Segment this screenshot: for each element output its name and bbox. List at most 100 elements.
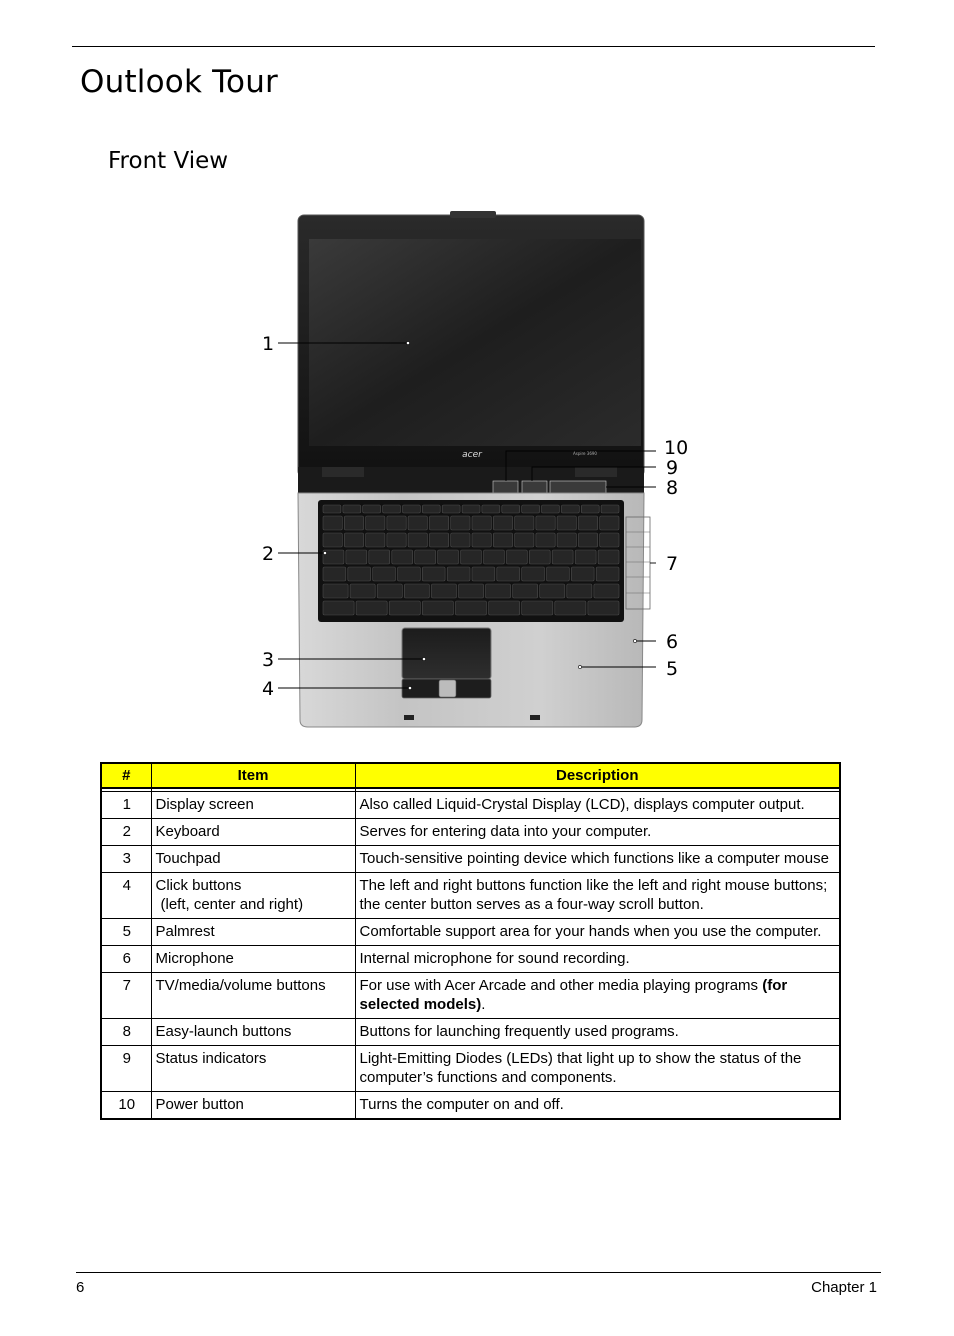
keyboard-key	[322, 532, 343, 548]
callout-1: 1	[262, 333, 274, 355]
keyboard-key	[372, 566, 396, 582]
keyboard-key	[587, 600, 620, 616]
keyboard-key	[402, 504, 421, 514]
row-item: Display screen	[150, 791, 356, 819]
keyboard-key	[460, 549, 482, 565]
keyboard-key	[593, 583, 620, 599]
keyboard-key	[528, 549, 551, 565]
keyboard-key	[345, 549, 368, 565]
item-name: Touchpad	[155, 850, 221, 867]
keyboard-key	[597, 549, 620, 565]
keyboard-key	[386, 515, 407, 531]
description-text: Internal microphone for sound recording.	[359, 950, 630, 967]
keyboard-keys	[322, 504, 620, 616]
laptop-front-view-figure: acer Aspire 3690	[250, 205, 700, 735]
keyboard-key	[471, 532, 492, 548]
keyboard-key	[368, 549, 391, 565]
keyboard-key	[599, 515, 620, 531]
row-number: 2	[100, 818, 152, 846]
keyboard-key	[455, 600, 487, 616]
description-text: Serves for entering data into your compu…	[359, 823, 652, 840]
keyboard-key	[506, 549, 528, 565]
keyboard-key	[429, 515, 449, 531]
callout-8: 8	[666, 477, 678, 499]
item-name: Display screen	[155, 796, 254, 813]
description-text: Also called Liquid-Crystal Display (LCD)…	[359, 796, 805, 813]
keyboard-key	[578, 515, 598, 531]
keyboard-key	[344, 532, 364, 548]
keyboard-key	[437, 549, 459, 565]
keyboard-key	[493, 532, 513, 548]
row-item: Keyboard	[150, 818, 356, 846]
keyboard-key	[322, 566, 347, 582]
keyboard-key	[322, 515, 343, 531]
keyboard-key	[514, 532, 535, 548]
keyboard-key	[496, 566, 520, 582]
item-name: Power button	[155, 1096, 244, 1113]
keyboard-key	[599, 532, 620, 548]
row-number: 5	[100, 918, 152, 946]
keyboard-key	[441, 504, 461, 514]
keyboard-key	[546, 566, 570, 582]
keyboard-key	[355, 600, 388, 616]
row-description: Touch-sensitive pointing device which fu…	[354, 845, 841, 873]
keyboard-key	[414, 549, 436, 565]
description-emphasis: (for selected models)	[359, 977, 788, 1013]
footer-rule	[76, 1272, 881, 1273]
brand-logo: acer	[462, 450, 483, 460]
column-header-description: Description	[354, 762, 841, 789]
column-header-item: Item	[150, 762, 356, 789]
keyboard-key	[574, 549, 597, 565]
keyboard-key	[554, 600, 587, 616]
row-description: The left and right buttons function like…	[354, 872, 841, 919]
page-title: Outlook Tour	[80, 64, 278, 100]
keyboard-key	[450, 532, 471, 548]
keyboard-key	[407, 532, 428, 548]
keyboard-key	[561, 504, 580, 514]
keyboard-key	[388, 600, 421, 616]
callout-2: 2	[262, 543, 274, 565]
keyboard-key	[595, 566, 620, 582]
keyboard-key	[422, 504, 441, 514]
keyboard-key	[431, 583, 457, 599]
keyboard-key	[446, 566, 471, 582]
column-header-number: #	[100, 762, 152, 789]
callout-3: 3	[262, 649, 274, 671]
keyboard-key	[347, 566, 371, 582]
keyboard-key	[512, 583, 539, 599]
row-item: Click buttons(left, center and right)	[150, 872, 356, 919]
row-description: For use with Acer Arcade and other media…	[354, 972, 841, 1019]
keyboard-key	[322, 583, 349, 599]
keyboard-key	[493, 515, 513, 531]
keyboard-key	[376, 583, 403, 599]
item-name: Palmrest	[155, 923, 215, 940]
keyboard-key	[570, 566, 595, 582]
row-description: Comfortable support area for your hands …	[354, 918, 841, 946]
keyboard-key	[458, 583, 484, 599]
keyboard-key	[322, 549, 345, 565]
keyboard-key	[461, 504, 481, 514]
description-text: Touch-sensitive pointing device which fu…	[359, 850, 829, 867]
description-text: Comfortable support area for your hands …	[359, 923, 822, 940]
keyboard-key	[450, 515, 471, 531]
keyboard-key	[429, 532, 449, 548]
callout-6: 6	[666, 631, 678, 653]
row-description: Buttons for launching frequently used pr…	[354, 1018, 841, 1046]
row-number: 10	[100, 1091, 152, 1120]
header-rule	[72, 46, 875, 47]
model-label: Aspire 3690	[573, 451, 597, 456]
item-name: Easy-launch buttons	[155, 1023, 292, 1040]
item-name: Keyboard	[155, 823, 220, 840]
keyboard-key	[365, 515, 386, 531]
row-number: 9	[100, 1045, 152, 1092]
keyboard-key	[362, 504, 381, 514]
keyboard-key	[488, 600, 521, 616]
item-name: Status indicators	[155, 1050, 267, 1067]
row-item: Easy-launch buttons	[150, 1018, 356, 1046]
keyboard-key	[322, 600, 355, 616]
keyboard-key	[521, 504, 540, 514]
